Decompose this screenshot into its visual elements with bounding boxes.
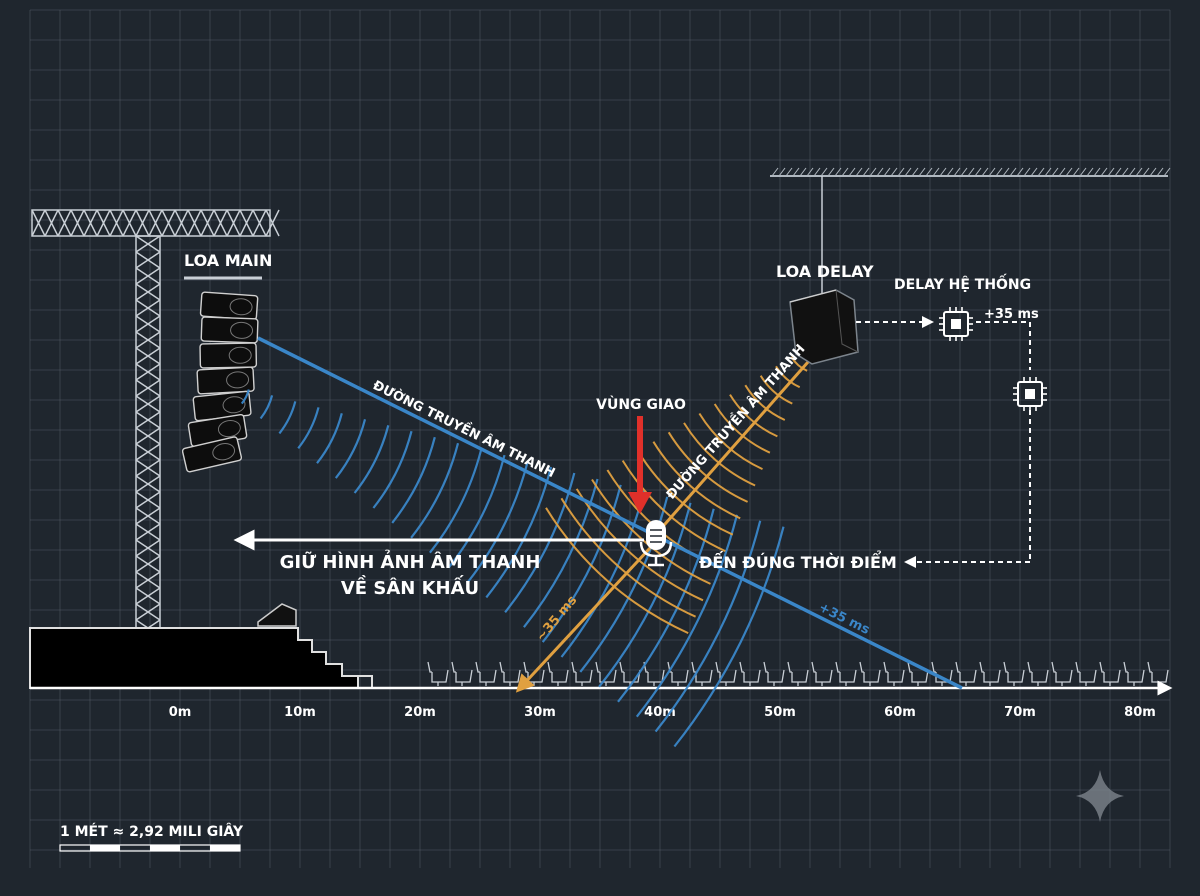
stage-block	[29, 603, 373, 689]
delay-signal-return-line	[904, 410, 1031, 568]
tick-label: 10m	[284, 705, 316, 720]
intersection-arrow	[628, 416, 652, 514]
main-speaker-cabinet	[199, 342, 258, 369]
delay-system-label: DELAY HỆ THỐNG	[894, 273, 1031, 293]
tick-label: 70m	[1004, 705, 1036, 720]
on-time-label: ĐẾN ĐÚNG THỜI ĐIỂM	[699, 550, 897, 572]
ceiling	[770, 167, 1171, 177]
sparkle-icon	[1076, 770, 1124, 822]
scale-bar	[59, 844, 241, 852]
main-sound-path	[257, 336, 963, 690]
truss-structure	[31, 209, 280, 637]
main-speaker-cabinet	[196, 366, 255, 395]
tick-label: 0m	[169, 705, 192, 720]
stage-monitor-wedge	[257, 603, 297, 627]
delay-path-label: ĐƯỜNG TRUYỀN ÂM THANH	[662, 340, 809, 503]
stage-image-label-line1: GIỮ HÌNH ẢNH ÂM THANH	[280, 550, 541, 573]
main-speaker-label: LOA MAIN	[184, 251, 272, 270]
delay-value-label: +35 ms	[984, 307, 1039, 322]
main-speaker-cabinet	[181, 436, 243, 473]
tick-label: 80m	[1124, 705, 1156, 720]
intersection-label: VÙNG GIAO	[596, 395, 686, 413]
tick-label: 50m	[764, 705, 796, 720]
delay-speaker-label: LOA DELAY	[776, 262, 874, 281]
axis-ticks: 0m 10m 20m 30m 40m 50m 60m 70m 80m	[169, 705, 1156, 720]
tick-label: 20m	[404, 705, 436, 720]
main-speaker-cabinet	[200, 316, 259, 344]
tick-label: 60m	[884, 705, 916, 720]
main-speaker-array	[181, 291, 259, 473]
scale-note: 1 MÉT ≈ 2,92 MILI GIÂY	[60, 823, 244, 840]
sound-wavefronts	[240, 356, 808, 748]
tick-label: 30m	[524, 705, 556, 720]
speaker-cabinet-icon	[789, 289, 859, 365]
delay-sound-path	[656, 361, 810, 533]
microphone-icon	[639, 520, 673, 567]
main-speaker-cabinet	[199, 291, 259, 321]
processor-chip-icon	[1013, 377, 1047, 411]
processor-chip-icon	[939, 307, 973, 341]
stage-image-label-line2: VỀ SÂN KHẤU	[341, 575, 479, 599]
delay-backward-arrow	[515, 546, 652, 693]
delay-signal-line-2	[976, 321, 1031, 370]
minus-35ms-label: ~35 ms	[534, 593, 581, 645]
